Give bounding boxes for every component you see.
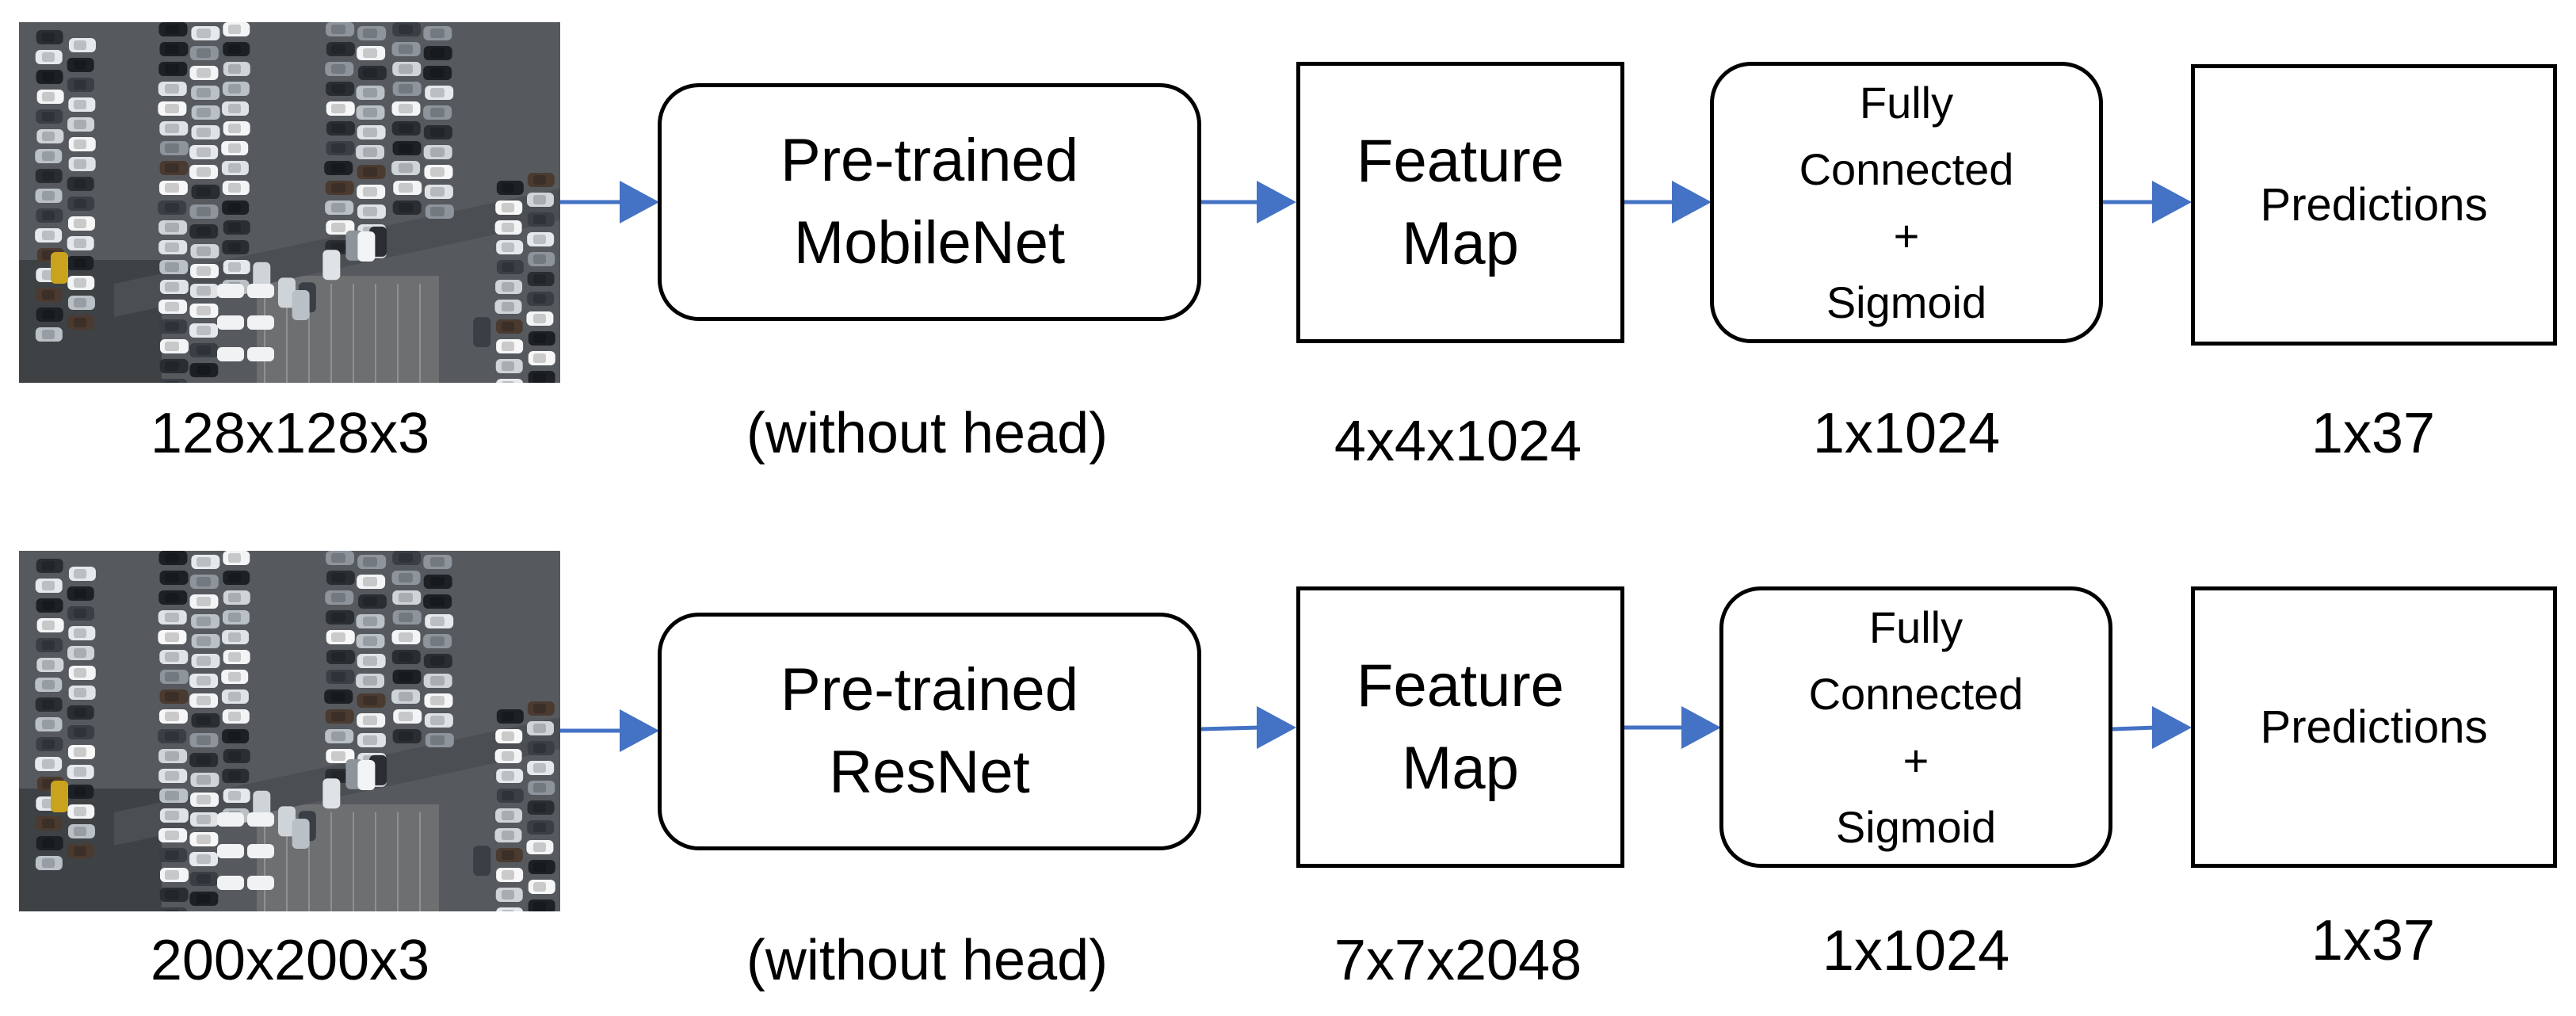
- fc-sigmoid-box: Fully Connected + Sigmoid: [1710, 62, 2103, 343]
- parking-lot-aerial-photo-icon: [19, 22, 560, 383]
- fc-dim-label: 1x1024: [1812, 402, 2001, 465]
- fc-dim-label: 1x1024: [1822, 919, 2010, 983]
- output-dim-label: 1x37: [2311, 402, 2436, 465]
- fc-sigmoid-box: Fully Connected + Sigmoid: [1719, 586, 2112, 868]
- fc-label-line2: Connected: [1808, 668, 2024, 719]
- predictions-box: Predictions: [2191, 586, 2557, 868]
- backbone-label-line2: ResNet: [829, 739, 1030, 806]
- output-dim-label: 1x37: [2311, 909, 2436, 972]
- backbone-box-mobilenet: Pre-trained MobileNet: [658, 83, 1201, 321]
- arrow-icon: [1201, 178, 1296, 226]
- feature-map-label-line1: Feature: [1357, 127, 1564, 195]
- fc-label-line3: +: [1902, 735, 1929, 785]
- fc-label-line2: Connected: [1799, 143, 2014, 194]
- backbone-box-resnet: Pre-trained ResNet: [658, 613, 1201, 850]
- backbone-label-line1: Pre-trained: [780, 656, 1078, 724]
- feature-map-box: Feature Map: [1296, 586, 1624, 868]
- predictions-label: Predictions: [2260, 178, 2488, 231]
- predictions-label: Predictions: [2260, 701, 2488, 753]
- backbone-label-line1: Pre-trained: [780, 127, 1078, 194]
- arrow-icon: [1624, 704, 1721, 751]
- arrow-icon: [2112, 704, 2192, 751]
- backbone-label-line2: MobileNet: [793, 209, 1066, 277]
- predictions-box: Predictions: [2191, 64, 2557, 346]
- backbone-note: (without head): [746, 402, 1109, 465]
- fc-label-line4: Sigmoid: [1835, 801, 1997, 852]
- parking-lot-aerial-photo-icon: [19, 551, 560, 911]
- arrow-icon: [2103, 178, 2192, 226]
- feature-dim-label: 4x4x1024: [1334, 410, 1582, 473]
- feature-map-label-line2: Map: [1402, 734, 1519, 802]
- input-image-resnet: [19, 551, 560, 911]
- fc-label-line1: Fully: [1868, 602, 1963, 652]
- arrow-icon: [1200, 704, 1296, 751]
- feature-map-box: Feature Map: [1296, 62, 1624, 343]
- input-image-mobilenet: [19, 22, 560, 383]
- arrow-icon: [560, 178, 659, 226]
- fc-label-line1: Fully: [1859, 77, 1954, 128]
- input-dim-label: 128x128x3: [150, 402, 430, 465]
- fc-label-line3: +: [1893, 210, 1920, 261]
- backbone-note: (without head): [746, 929, 1109, 992]
- input-dim-label: 200x200x3: [150, 929, 430, 992]
- arrow-icon: [1624, 178, 1712, 226]
- fc-label-line4: Sigmoid: [1826, 277, 1987, 327]
- feature-map-label-line2: Map: [1402, 209, 1519, 277]
- feature-map-label-line1: Feature: [1357, 651, 1564, 720]
- feature-dim-label: 7x7x2048: [1334, 929, 1582, 992]
- arrow-icon: [560, 707, 659, 754]
